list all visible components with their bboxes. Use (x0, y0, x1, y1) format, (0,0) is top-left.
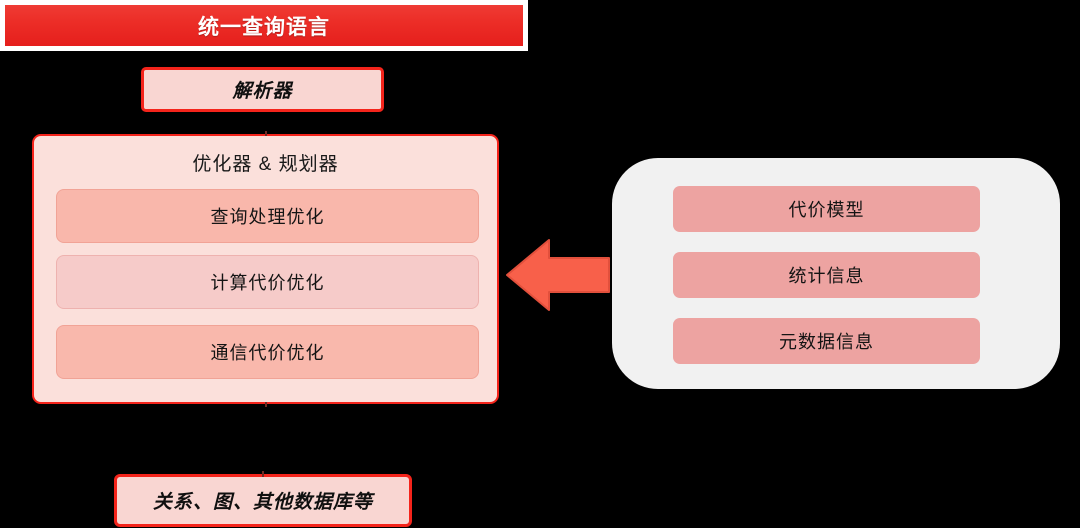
metadata-item-metadata-info[interactable]: 元数据信息 (673, 318, 980, 364)
left-arrow-icon (506, 239, 610, 311)
metadata-item-label: 统计信息 (788, 266, 865, 286)
connector-tick-storage (262, 471, 264, 477)
storage-node[interactable]: 关系、图、其他数据库等 (114, 471, 412, 527)
optimizer-item-compute-cost[interactable]: 计算代价优化 (56, 255, 479, 309)
parser-node[interactable]: 解析器 (141, 67, 384, 112)
optimizer-planner-node[interactable]: 优化器 & 规划器 查询处理优化 计算代价优化 通信代价优化 (32, 131, 499, 407)
metadata-item-statistics[interactable]: 统计信息 (673, 252, 980, 298)
optimizer-item-communication-cost[interactable]: 通信代价优化 (56, 325, 479, 379)
title-banner-label: 统一查询语言 (198, 15, 330, 39)
parser-node-label: 解析器 (232, 81, 293, 102)
optimizer-item-label: 计算代价优化 (210, 273, 325, 293)
optimizer-item-label: 查询处理优化 (210, 207, 325, 227)
connector-tick-top (264, 131, 267, 136)
metadata-item-label: 代价模型 (788, 200, 865, 220)
optimizer-item-label: 通信代价优化 (210, 343, 325, 363)
title-banner: 统一查询语言 (0, 0, 528, 51)
metadata-panel: 代价模型 统计信息 元数据信息 (612, 158, 1060, 389)
title-banner-fill: 统一查询语言 (5, 5, 523, 46)
optimizer-planner-title: 优化器 & 规划器 (192, 154, 339, 175)
connector-tick-bottom (264, 402, 267, 407)
optimizer-item-query-processing[interactable]: 查询处理优化 (56, 189, 479, 243)
storage-node-label: 关系、图、其他数据库等 (152, 492, 373, 513)
metadata-item-cost-model[interactable]: 代价模型 (673, 186, 980, 232)
metadata-item-label: 元数据信息 (779, 332, 874, 352)
